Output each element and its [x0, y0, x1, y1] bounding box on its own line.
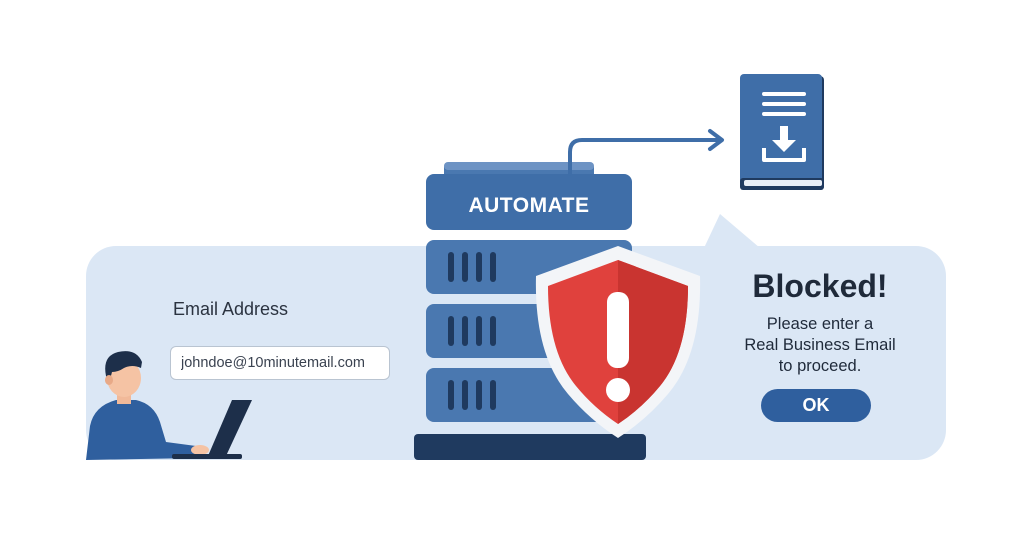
alert-message-line: to proceed.: [778, 357, 862, 375]
panel-pointer: [704, 214, 760, 248]
alert-message-line: Please enter a: [766, 315, 874, 333]
arrow-right-icon: [568, 129, 724, 176]
warning-shield-icon: [535, 246, 701, 438]
person-at-laptop-icon: [86, 351, 252, 460]
download-document-icon: [740, 74, 824, 190]
ok-button[interactable]: OK: [761, 389, 871, 422]
email-label: Email Address: [173, 299, 289, 319]
alert-message-line: Real Business Email: [744, 336, 896, 354]
email-input[interactable]: [170, 346, 390, 380]
alert-title: Blocked!: [752, 268, 888, 304]
server-label: AUTOMATE: [468, 194, 590, 217]
alert-message: Please enter a Real Business Email to pr…: [728, 314, 912, 377]
